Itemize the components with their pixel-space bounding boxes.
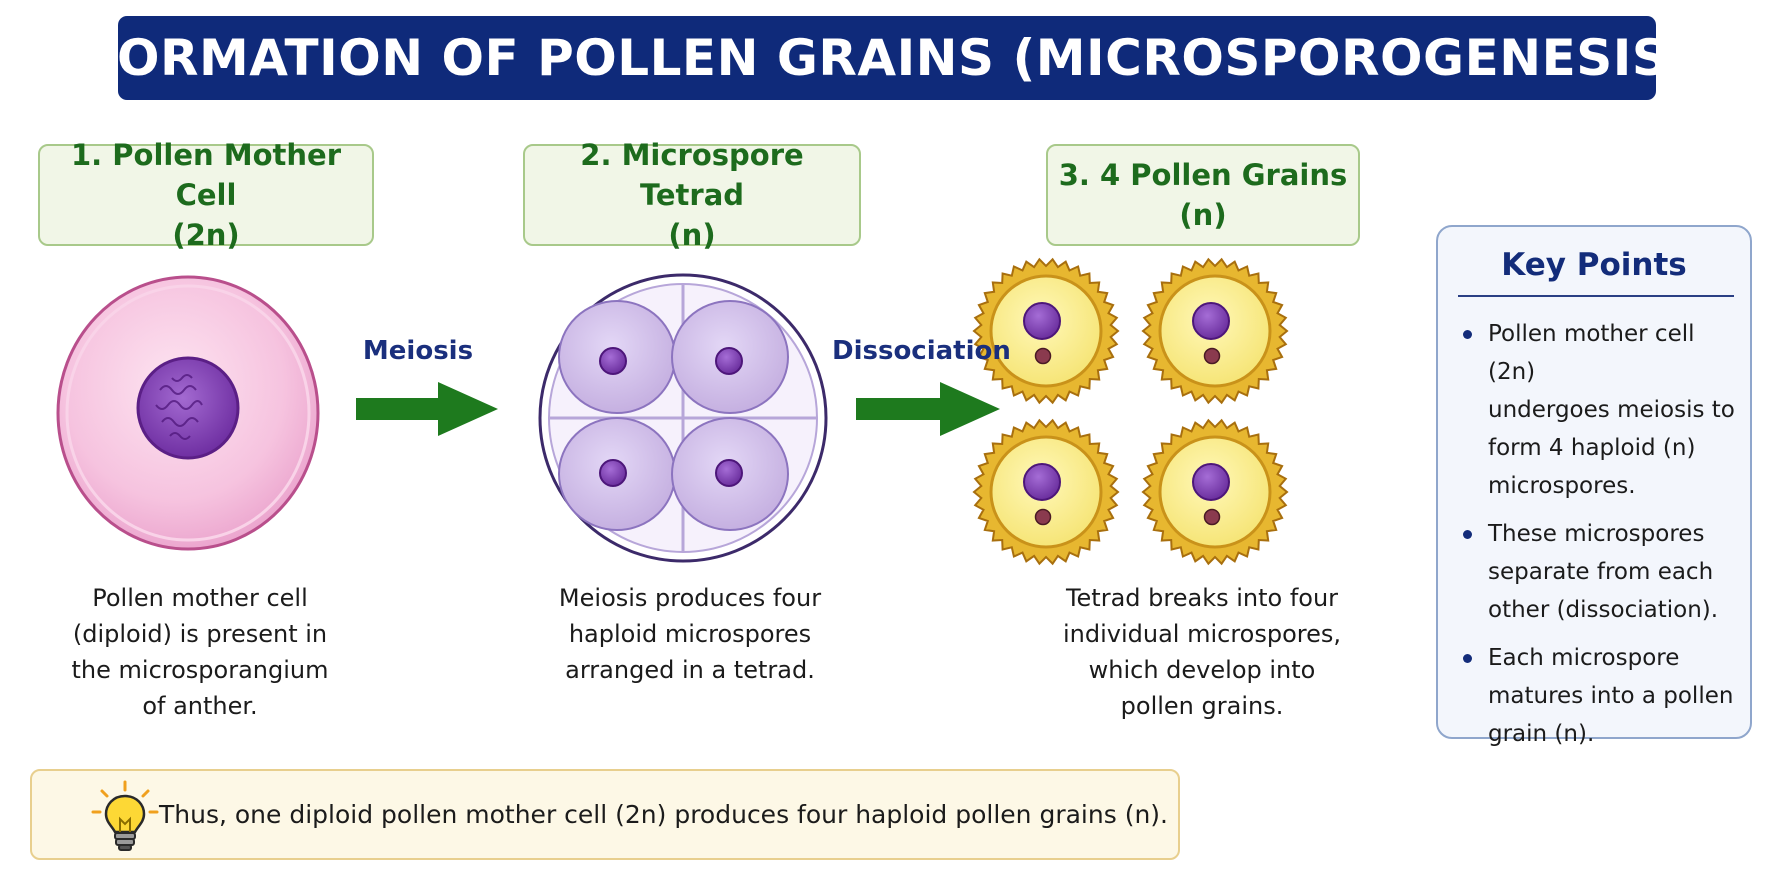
key-points-divider (1458, 295, 1734, 297)
pollen-grain-bottom-right (1141, 418, 1289, 566)
step-2-desc-line: haploid microspores (568, 620, 812, 648)
generative-nucleus (1034, 508, 1052, 526)
summary-text: Thus, one diploid pollen mother cell (2n… (159, 800, 1168, 829)
meiosis-arrow (356, 382, 498, 436)
key-point-item: Each microspore matures into a pollen gr… (1460, 639, 1746, 753)
diploid-nucleus (136, 356, 240, 460)
step-1-desc-line: (diploid) is present in (72, 620, 328, 648)
generative-nucleus (1203, 508, 1221, 526)
step-3-ploidy: (n) (1179, 198, 1227, 232)
dissociation-label: Dissociation (832, 336, 1011, 366)
key-points-panel: Key Points Pollen mother cell (2n) under… (1436, 225, 1752, 747)
key-point-item: These microspores separate from each oth… (1460, 515, 1746, 629)
key-point-line: form 4 haploid (n) (1488, 435, 1696, 461)
step-2-desc-line: arranged in a tetrad. (565, 656, 815, 684)
page-title: FORMATION OF POLLEN GRAINS (MICROSPOROGE… (82, 29, 1692, 87)
bullet-icon (1463, 530, 1472, 539)
pollen-grain-top-right (1141, 257, 1289, 405)
pollen-grain-top-left (972, 257, 1120, 405)
key-points-list: Pollen mother cell (2n) undergoes meiosi… (1460, 315, 1746, 763)
key-point-line: other (dissociation). (1488, 597, 1719, 623)
microspore-top-right (671, 300, 789, 414)
key-point-line: undergoes meiosis to (1488, 397, 1735, 423)
key-point-line: Each microspore (1488, 645, 1680, 671)
step-2-title: 2. Microspore Tetrad (580, 138, 804, 212)
key-point-line: Pollen mother cell (2n) (1488, 321, 1695, 385)
step-3-desc-line: pollen grains. (1120, 692, 1284, 720)
key-point-line: matures into a pollen (1488, 683, 1734, 709)
key-points-title: Key Points (1501, 247, 1687, 283)
step-1-box: 1. Pollen Mother Cell (2n) (38, 138, 374, 252)
generative-nucleus (1034, 347, 1052, 365)
vegetative-nucleus (1023, 463, 1061, 501)
step-3-desc-line: Tetrad breaks into four (1065, 584, 1339, 612)
step-3-description: Tetrad breaks into four individual micro… (1012, 580, 1392, 724)
bullet-icon (1463, 330, 1472, 339)
microspore-bottom-right (671, 417, 789, 531)
vegetative-nucleus (1192, 463, 1230, 501)
bullet-icon (1463, 654, 1472, 663)
microspore-top-left (558, 300, 676, 414)
microspore-tetrad (538, 273, 828, 563)
pollen-grain-bottom-left (972, 418, 1120, 566)
key-point-line: grain (n). (1488, 721, 1595, 747)
lightbulb-icon (91, 780, 159, 851)
step-3-desc-line: which develop into (1088, 656, 1316, 684)
step-2-box: 2. Microspore Tetrad (n) (523, 138, 861, 252)
summary-box: Thus, one diploid pollen mother cell (2n… (30, 769, 1180, 860)
title-banner: FORMATION OF POLLEN GRAINS (MICROSPOROGE… (82, 16, 1691, 100)
dissociation-arrow (856, 382, 1000, 436)
microspore-bottom-left (558, 417, 676, 531)
step-1-desc-line: the microsporangium (71, 656, 329, 684)
step-2-ploidy: (n) (668, 218, 716, 252)
step-3-desc-line: individual microspores, (1062, 620, 1342, 648)
key-point-line: These microspores (1488, 521, 1705, 547)
key-point-line: separate from each (1488, 559, 1714, 585)
vegetative-nucleus (1023, 302, 1061, 340)
step-2-description: Meiosis produces four haploid microspore… (505, 580, 875, 688)
vegetative-nucleus (1192, 302, 1230, 340)
pollen-grains (972, 257, 1289, 566)
step-3-title: 3. 4 Pollen Grains (1058, 158, 1348, 192)
pollen-mother-cell (56, 275, 320, 551)
step-2-desc-line: Meiosis produces four (558, 584, 822, 612)
meiosis-label: Meiosis (362, 336, 474, 366)
step-1-ploidy: (2n) (172, 218, 240, 252)
step-1-description: Pollen mother cell (diploid) is present … (18, 580, 382, 724)
step-1-desc-line: Pollen mother cell (92, 584, 308, 612)
key-point-line: microspores. (1488, 473, 1636, 499)
step-1-title: 1. Pollen Mother Cell (70, 138, 342, 212)
step-3-box: 3. 4 Pollen Grains (n) (1046, 144, 1360, 246)
generative-nucleus (1203, 347, 1221, 365)
step-1-desc-line: of anther. (142, 692, 258, 720)
key-point-item: Pollen mother cell (2n) undergoes meiosi… (1460, 315, 1746, 505)
